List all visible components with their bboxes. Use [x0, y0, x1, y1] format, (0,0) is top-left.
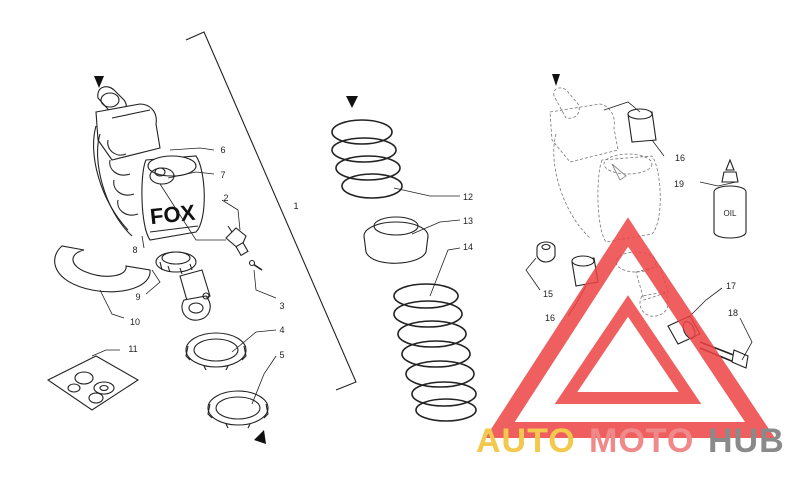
part-label-16a: 16: [675, 153, 685, 163]
watermark-auto: AUTO: [476, 422, 576, 460]
part-label-6: 6: [220, 145, 225, 155]
arrow-marker-4: [552, 74, 560, 86]
part-label-7: 7: [220, 170, 225, 180]
spring-large: [393, 283, 477, 422]
watermark-logo: [485, 217, 775, 438]
part-label-2: 2: [223, 193, 228, 203]
bushing-16-top: [627, 108, 657, 143]
c-clip: [54, 245, 151, 293]
bushing-15: [536, 241, 556, 263]
oil-bottle-label: OIL: [724, 209, 737, 218]
part-label-9: 9: [135, 292, 140, 302]
watermark-moto: MOTO: [589, 422, 694, 460]
assembly-bracket: [185, 31, 357, 391]
oil-bottle: OIL: [713, 158, 747, 239]
spring-seat-collar: [363, 216, 429, 264]
bearing-kit: [46, 355, 140, 411]
part-label-8: 8: [132, 245, 137, 255]
part-label-14: 14: [463, 242, 473, 252]
spring-collar-ring-5: [207, 390, 269, 429]
shock-brand-logo: FOX: [149, 200, 197, 230]
part-label-12: 12: [463, 192, 473, 202]
part-label-15: 15: [543, 289, 553, 299]
watermark-hub: HUB: [708, 422, 785, 460]
watermark-text: AUTO MOTO HUB: [476, 422, 785, 460]
part-label-17: 17: [726, 281, 736, 291]
leader-lines: [91, 139, 753, 405]
part-label-13: 13: [463, 216, 473, 226]
arrow-marker-2: [254, 430, 266, 444]
part-label-11: 11: [128, 344, 137, 354]
part-label-1: 1: [293, 201, 298, 211]
part-label-3: 3: [279, 301, 284, 311]
part-label-10: 10: [130, 317, 140, 327]
part-label-18: 18: [728, 308, 738, 318]
spring-small: [331, 119, 403, 199]
part-label-4: 4: [279, 325, 284, 335]
shock-absorber: FOX: [93, 86, 211, 321]
spring-collar-ring-4: [185, 332, 247, 371]
arrow-marker-3: [346, 96, 358, 108]
part-label-5: 5: [279, 350, 284, 360]
part-numbers: 1 2 3 4 5 6 7 8 9 10 11 12 13 14 15 16 1…: [128, 145, 738, 360]
part-label-19: 19: [674, 179, 684, 189]
part-label-16b: 16: [545, 313, 555, 323]
arrow-marker-1: [94, 76, 104, 88]
valve-cap-part: [225, 225, 249, 257]
